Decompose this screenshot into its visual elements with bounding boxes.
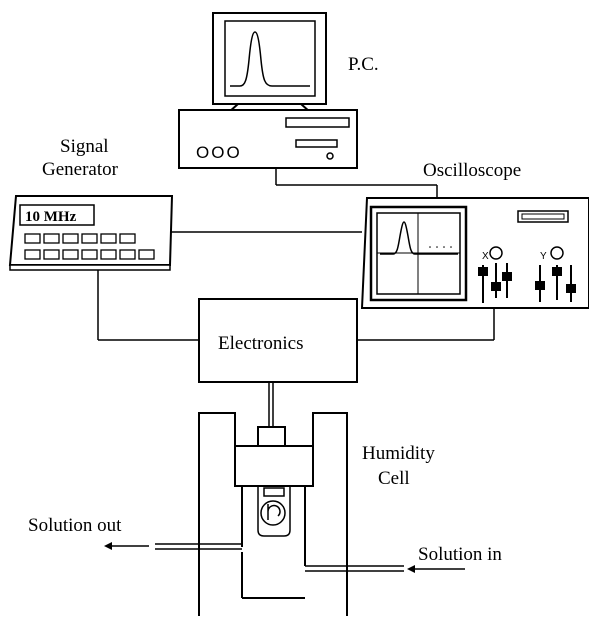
crystal-holder <box>257 486 291 537</box>
solution-out-arrowhead <box>104 542 112 550</box>
pc: OOO <box>178 12 358 169</box>
pc-label: P.C. <box>348 54 379 75</box>
signal-generator-label-1: Signal <box>60 136 109 157</box>
oscilloscope-label: Oscilloscope <box>423 160 521 181</box>
frequency-display <box>19 204 95 226</box>
crystal-ring <box>260 500 286 526</box>
cell-chamber <box>155 485 305 598</box>
cell-right-wall <box>312 412 348 616</box>
cell-connector <box>257 426 286 447</box>
scope-x-knob <box>489 246 503 260</box>
crystal-coil <box>267 504 281 520</box>
pc-power-led <box>326 152 334 160</box>
cell-holder <box>234 445 314 487</box>
cell-left-wall <box>198 412 236 616</box>
humidity-label-1: Humidity <box>362 443 435 464</box>
solution-out-label: Solution out <box>28 515 122 536</box>
solution-in-label: Solution in <box>418 544 502 565</box>
pc-screen <box>224 20 316 97</box>
pc-panel-text: OOO <box>196 143 242 162</box>
humidity-label-2: Cell <box>378 468 410 489</box>
oscilloscope: X Y <box>360 197 589 309</box>
frequency-display-text: 10 MHz <box>25 209 77 225</box>
scope-y-label: Y <box>540 251 547 262</box>
oscilloscope-sliders <box>478 263 576 303</box>
electronics-box <box>198 298 358 383</box>
oscilloscope-screen-dots <box>429 246 452 248</box>
humidity-cell <box>155 412 348 616</box>
pc-screen-peak <box>230 31 310 87</box>
electronics-label: Electronics <box>218 333 303 354</box>
signal-generator: 10 MHz <box>8 195 174 271</box>
solution-in-arrowhead <box>407 565 415 573</box>
signal-generator-keypad <box>24 233 155 260</box>
oscilloscope-trace <box>380 221 458 255</box>
signal-generator-lip <box>9 264 171 271</box>
pc-drive-slot <box>285 117 350 128</box>
crystal-clip <box>263 487 285 497</box>
pc-disk-slot <box>295 139 338 148</box>
signal-generator-label-2: Generator <box>42 159 119 180</box>
scope-y-knob <box>550 246 564 260</box>
scope-x-label: X <box>482 251 489 262</box>
